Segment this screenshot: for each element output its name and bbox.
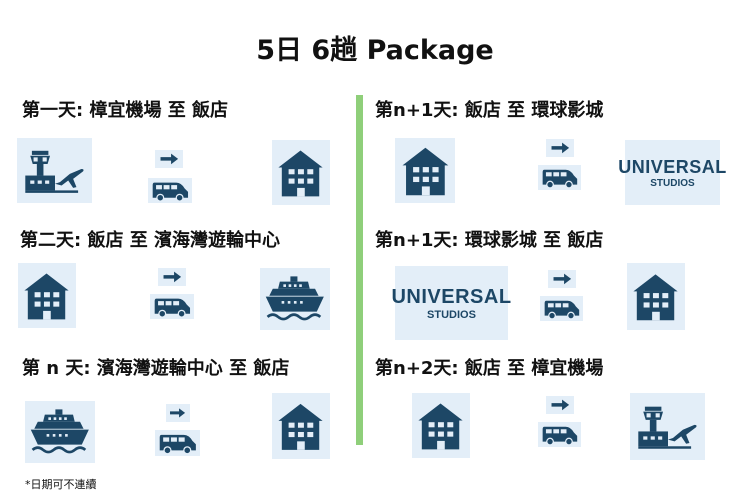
airport-icon	[17, 138, 92, 203]
day-heading: 第n+1天: 飯店 至 環球影城	[375, 100, 604, 121]
universal-studios-logo: UNIVERSAL STUDIOS	[618, 140, 726, 205]
van-icon	[150, 294, 194, 319]
arrow-right-icon	[158, 268, 186, 286]
column-divider	[356, 95, 363, 445]
logo-text: UNIVERSAL	[391, 285, 512, 308]
logo-text: STUDIOS	[650, 177, 695, 189]
arrow-right-icon	[548, 270, 576, 288]
day-heading: 第 n 天: 濱海灣遊輪中心 至 飯店	[22, 358, 290, 379]
universal-studios-logo: UNIVERSAL STUDIOS	[391, 266, 511, 340]
cruise-ship-icon	[25, 401, 95, 463]
hotel-icon	[412, 393, 470, 458]
van-icon	[538, 422, 581, 447]
footnote: *日期可不連續	[25, 478, 97, 491]
van-icon	[155, 430, 200, 456]
hotel-icon	[627, 263, 685, 330]
logo-text: STUDIOS	[427, 308, 476, 321]
hotel-icon	[272, 393, 330, 459]
day-heading: 第一天: 樟宜機場 至 飯店	[22, 100, 228, 121]
logo-text: UNIVERSAL	[618, 156, 727, 177]
arrow-right-icon	[155, 150, 183, 168]
arrow-right-icon	[166, 404, 190, 422]
page-title: 5日 6趟 Package	[256, 35, 494, 66]
cruise-ship-icon	[260, 268, 330, 330]
day-heading: 第二天: 飯店 至 濱海灣遊輪中心	[20, 230, 280, 251]
hotel-icon	[18, 263, 76, 328]
airport-icon	[630, 393, 705, 460]
hotel-icon	[272, 140, 330, 205]
day-heading: 第n+1天: 環球影城 至 飯店	[375, 230, 604, 251]
van-icon	[148, 178, 192, 203]
van-icon	[540, 296, 583, 321]
van-icon	[538, 165, 581, 190]
hotel-icon	[395, 138, 455, 203]
day-heading: 第n+2天: 飯店 至 樟宜機場	[375, 358, 604, 379]
arrow-right-icon	[546, 139, 574, 157]
arrow-right-icon	[546, 396, 574, 414]
